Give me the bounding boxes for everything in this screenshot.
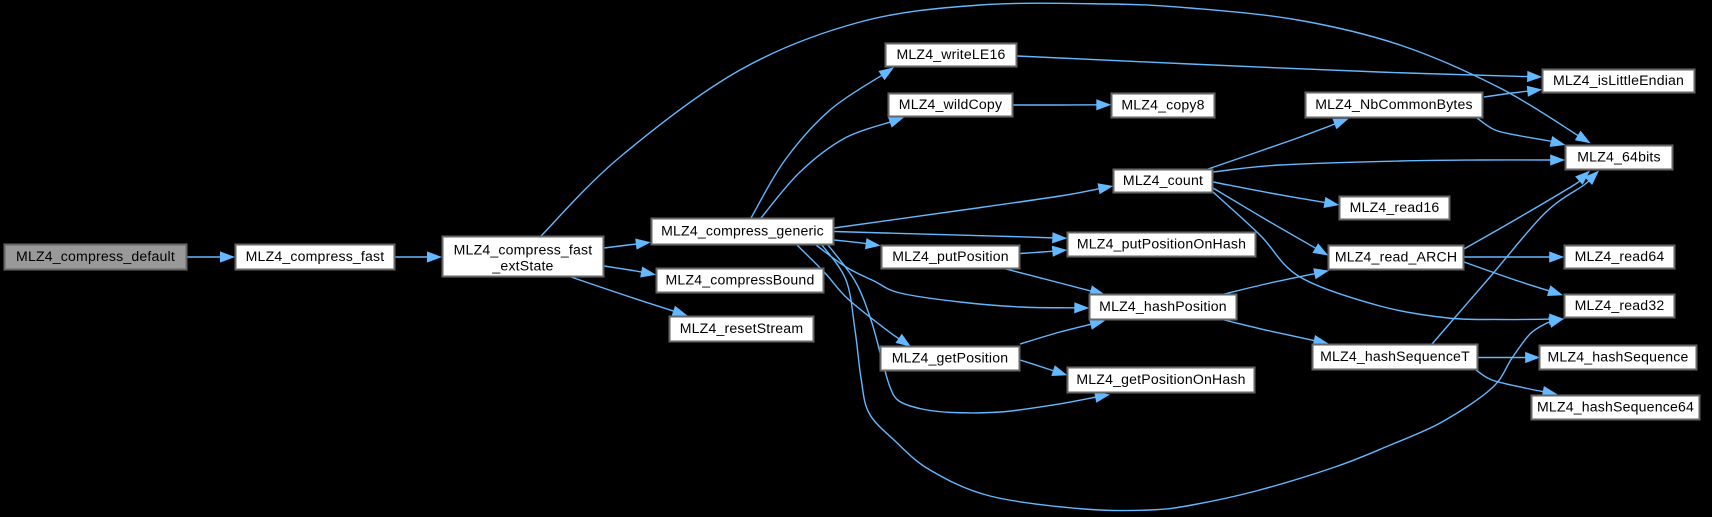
svg-text:MLZ4_writeLE16: MLZ4_writeLE16 bbox=[896, 46, 1005, 62]
svg-text:MLZ4_copy8: MLZ4_copy8 bbox=[1121, 96, 1204, 112]
svg-text:MLZ4_NbCommonBytes: MLZ4_NbCommonBytes bbox=[1315, 96, 1473, 112]
svg-text:MLZ4_getPosition: MLZ4_getPosition bbox=[892, 349, 1008, 365]
svg-text:MLZ4_resetStream: MLZ4_resetStream bbox=[680, 320, 804, 336]
svg-text:MLZ4_compress_fast: MLZ4_compress_fast bbox=[454, 242, 593, 258]
svg-text:MLZ4_hashSequence64: MLZ4_hashSequence64 bbox=[1537, 398, 1694, 414]
svg-text:MLZ4_hashSequence: MLZ4_hashSequence bbox=[1548, 348, 1689, 364]
svg-text:MLZ4_hashSequenceT: MLZ4_hashSequenceT bbox=[1320, 348, 1470, 364]
svg-text:MLZ4_64bits: MLZ4_64bits bbox=[1577, 148, 1660, 164]
svg-text:MLZ4_read_ARCH: MLZ4_read_ARCH bbox=[1335, 248, 1457, 264]
svg-text:MLZ4_getPositionOnHash: MLZ4_getPositionOnHash bbox=[1076, 371, 1245, 387]
svg-text:MLZ4_compress_generic: MLZ4_compress_generic bbox=[661, 222, 824, 238]
svg-text:MLZ4_compress_fast: MLZ4_compress_fast bbox=[246, 248, 385, 264]
svg-text:MLZ4_wildCopy: MLZ4_wildCopy bbox=[899, 96, 1003, 112]
svg-text:_extState: _extState bbox=[491, 257, 553, 273]
svg-text:MLZ4_putPosition: MLZ4_putPosition bbox=[892, 248, 1008, 264]
svg-text:MLZ4_read64: MLZ4_read64 bbox=[1575, 248, 1665, 264]
svg-text:MLZ4_read16: MLZ4_read16 bbox=[1350, 199, 1440, 215]
svg-text:MLZ4_isLittleEndian: MLZ4_isLittleEndian bbox=[1553, 72, 1684, 88]
svg-text:MLZ4_compressBound: MLZ4_compressBound bbox=[666, 271, 815, 287]
svg-text:MLZ4_putPositionOnHash: MLZ4_putPositionOnHash bbox=[1077, 235, 1246, 251]
svg-text:MLZ4_read32: MLZ4_read32 bbox=[1575, 297, 1665, 313]
svg-text:MLZ4_hashPosition: MLZ4_hashPosition bbox=[1099, 298, 1227, 314]
svg-text:MLZ4_count: MLZ4_count bbox=[1123, 172, 1203, 188]
svg-text:MLZ4_compress_default: MLZ4_compress_default bbox=[16, 248, 175, 264]
